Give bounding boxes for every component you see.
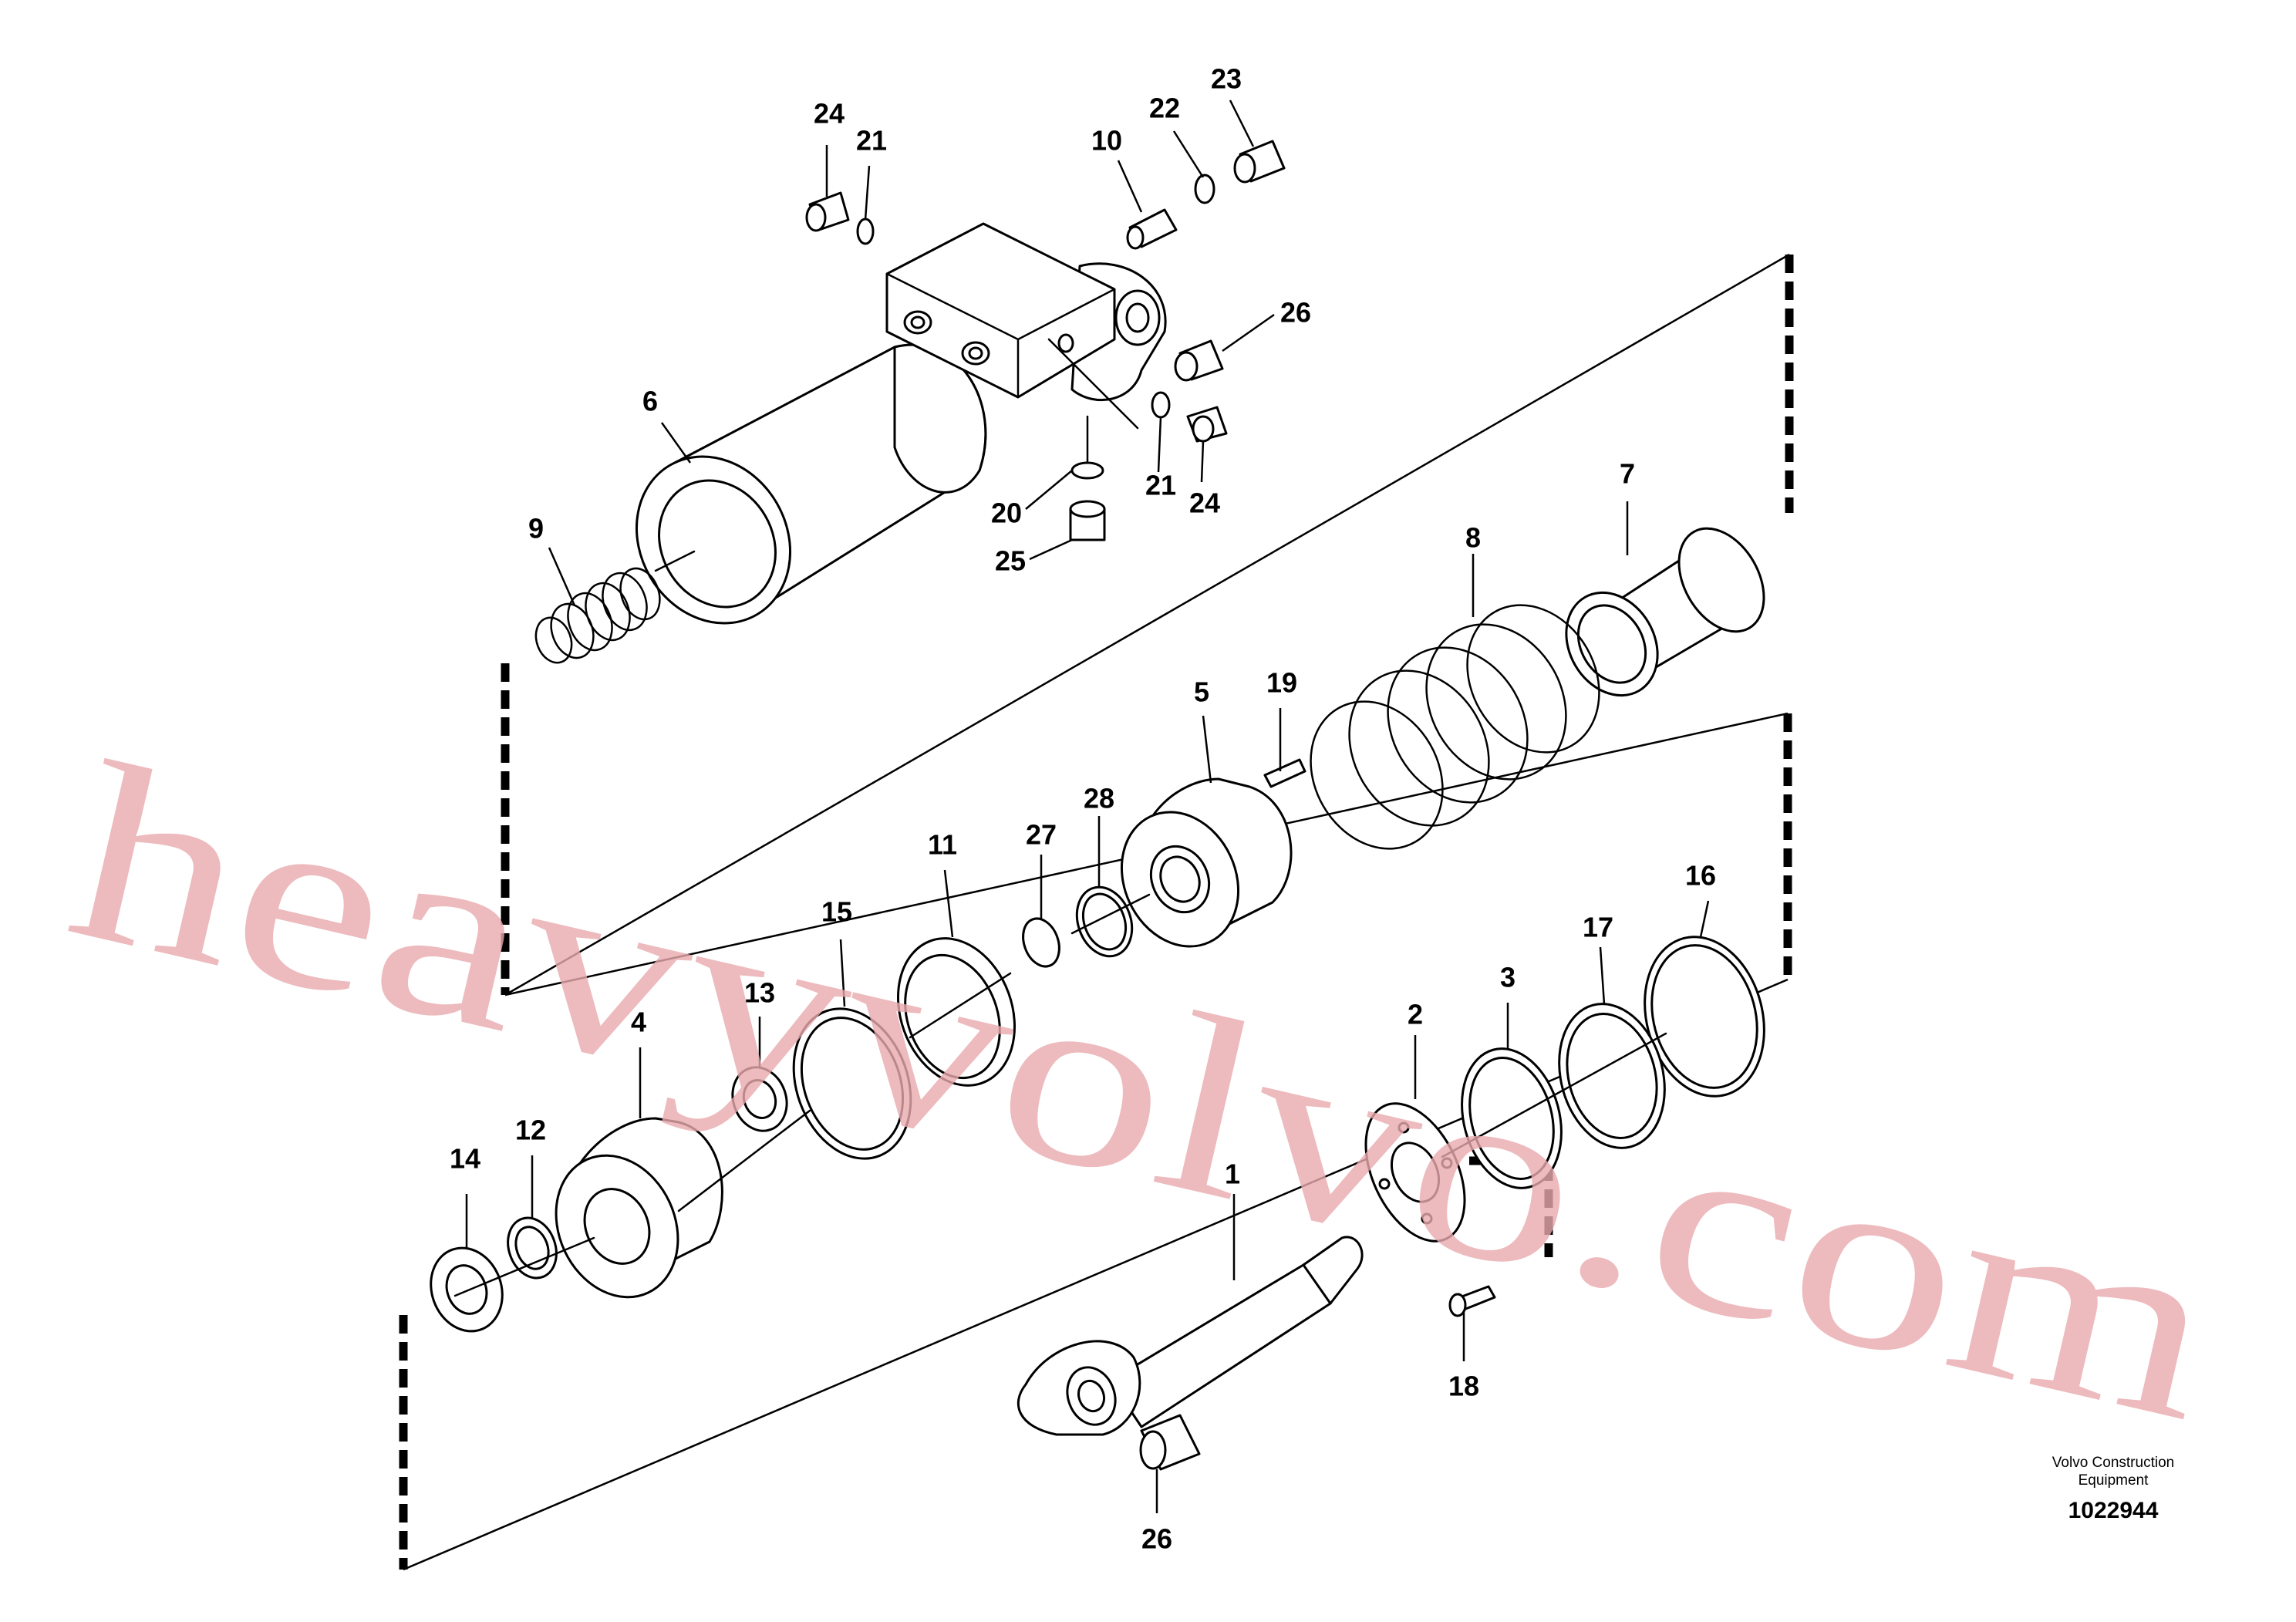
valve-block [885, 222, 1116, 399]
callout-13: 13 [744, 977, 775, 1009]
callout-6: 6 [642, 386, 658, 417]
callout-20: 20 [991, 497, 1022, 529]
piston-4 [555, 1117, 723, 1299]
callout-3: 3 [1500, 962, 1515, 993]
callout-27: 27 [1026, 819, 1057, 851]
callout-7: 7 [1620, 458, 1635, 490]
washer-21-side [1151, 391, 1171, 419]
callout-22: 22 [1149, 93, 1180, 124]
guide-sleeve-7 [1565, 527, 1765, 697]
callout-4: 4 [631, 1007, 646, 1038]
plug-23 [1233, 140, 1286, 184]
callout-24: 24 [814, 98, 845, 130]
ring-12 [507, 1216, 558, 1280]
plug-26-top [1174, 339, 1224, 382]
flange-2 [1364, 1102, 1466, 1243]
piston-5 [1120, 777, 1293, 948]
callout-5: 5 [1194, 676, 1209, 708]
drawing-number: 1022944 [2068, 1498, 2159, 1523]
washer-20 [1070, 461, 1104, 480]
callout-16: 16 [1685, 860, 1716, 892]
callout-9: 9 [528, 513, 544, 545]
callouts: 24 21 10 22 23 26 21 24 20 25 6 9 7 8 19… [450, 63, 1716, 1555]
callout-25: 25 [995, 545, 1026, 577]
callout-19: 19 [1266, 667, 1297, 699]
callout-18: 18 [1448, 1371, 1479, 1402]
bushing-26-bottom [1139, 1414, 1201, 1471]
seal-28 [1075, 885, 1134, 958]
callout-21: 21 [1145, 470, 1176, 501]
callout-2: 2 [1408, 999, 1423, 1030]
pin-19 [1263, 758, 1306, 788]
routing-lines [399, 253, 1794, 1571]
callout-12: 12 [515, 1114, 546, 1146]
piston-rod-1 [1017, 1236, 1364, 1436]
washer-22 [1194, 174, 1215, 204]
callout-24: 24 [1189, 487, 1220, 519]
plug-25 [1069, 500, 1106, 541]
plug-24-top [805, 191, 850, 232]
wiper-14 [430, 1246, 504, 1333]
callout-1: 1 [1225, 1158, 1240, 1190]
callout-26: 26 [1141, 1523, 1172, 1555]
fitting-10 [1126, 208, 1178, 250]
plug-24-side [1186, 406, 1228, 443]
callout-10: 10 [1091, 125, 1122, 157]
callout-23: 23 [1211, 63, 1242, 95]
drawing-caption: Volvo Construction Equipment 1022944 [2052, 1455, 2174, 1523]
callout-11: 11 [928, 829, 957, 861]
ring-11 [896, 937, 1017, 1087]
callout-28: 28 [1084, 783, 1114, 814]
callout-21: 21 [856, 125, 887, 157]
callout-15: 15 [821, 896, 852, 928]
spring-9 [534, 567, 661, 664]
ring-15 [792, 1007, 912, 1160]
callout-8: 8 [1465, 522, 1481, 554]
washer-21-top [856, 218, 875, 245]
spring-8 [1310, 604, 1600, 850]
publisher-line-2: Equipment [2079, 1472, 2149, 1489]
oring-27 [1022, 917, 1060, 968]
leader-lines [453, 99, 1710, 1513]
bolt-18 [1448, 1285, 1496, 1317]
publisher-line-1: Volvo Construction [2052, 1455, 2174, 1471]
callout-14: 14 [450, 1143, 480, 1175]
ring-13 [731, 1066, 788, 1132]
cylinder-tube-6 [635, 262, 1167, 625]
callout-26: 26 [1280, 297, 1311, 329]
ring-3 [1461, 1047, 1563, 1189]
ring-16 [1644, 936, 1765, 1098]
callout-17: 17 [1583, 912, 1613, 943]
ring-17 [1558, 1003, 1666, 1149]
